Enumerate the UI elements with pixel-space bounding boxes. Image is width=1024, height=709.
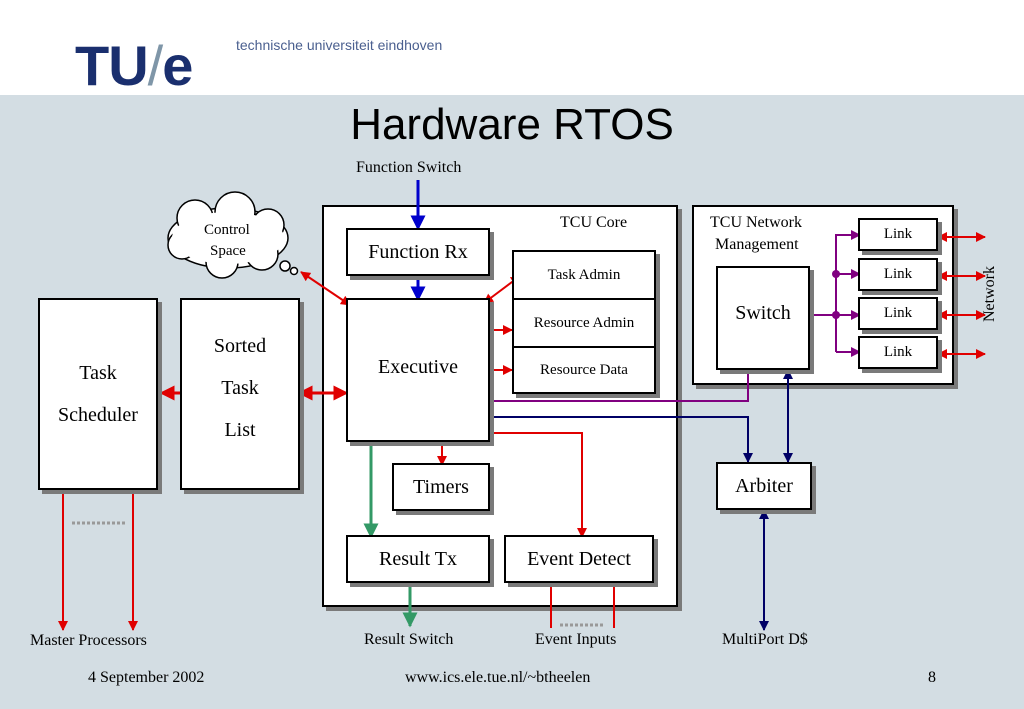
timers-label: Timers (413, 475, 469, 498)
event-inputs-label: Event Inputs (535, 631, 617, 648)
network-label: Network (980, 266, 998, 322)
footer-date: 4 September 2002 (88, 669, 205, 686)
event-detect-label: Event Detect (527, 547, 631, 570)
task-scheduler-line1: Task (79, 362, 117, 384)
event-detect-box: Event Detect (504, 535, 654, 583)
multiport-label: MultiPort D$ (722, 631, 808, 648)
task-admin-box: Task Admin (512, 250, 656, 300)
tcu-network-label-line1: TCU Network (710, 214, 802, 231)
link-label: Link (883, 305, 913, 321)
result-tx-box: Result Tx (346, 535, 490, 583)
task-admin-label: Task Admin (547, 266, 621, 283)
resource-admin-box: Resource Admin (512, 298, 656, 348)
slide-header (0, 0, 1024, 95)
footer-page-number: 8 (928, 669, 936, 686)
resource-data-label: Resource Data (540, 361, 628, 378)
function-rx-box: Function Rx (346, 228, 490, 276)
link-box-4: Link (858, 336, 938, 369)
resource-admin-label: Resource Admin (533, 314, 635, 331)
university-name: technische universiteit eindhoven (236, 37, 443, 53)
switch-box: Switch (716, 266, 810, 370)
tcu-network-label-line2: Management (715, 236, 799, 253)
master-processors-label: Master Processors (30, 632, 147, 649)
link-box-3: Link (858, 297, 938, 330)
result-tx-label: Result Tx (379, 547, 457, 570)
link-label: Link (883, 344, 913, 360)
control-space-label-line2: Space (210, 243, 246, 259)
link-box-2: Link (858, 258, 938, 291)
arbiter-label: Arbiter (735, 474, 793, 497)
sorted-task-list-box: Sorted Task List (180, 298, 300, 490)
resource-data-box: Resource Data (512, 346, 656, 394)
executive-box: Executive (346, 298, 490, 442)
task-scheduler-line2: Scheduler (58, 404, 138, 426)
link-label: Link (883, 226, 913, 242)
link-box-1: Link (858, 218, 938, 251)
tcu-core-label: TCU Core (560, 214, 628, 231)
sorted-task-list-line3: List (224, 419, 256, 441)
sorted-task-list-line1: Sorted (213, 335, 267, 357)
executive-label: Executive (378, 355, 458, 378)
result-switch-label: Result Switch (364, 631, 454, 648)
timers-box: Timers (392, 463, 490, 511)
task-scheduler-box: Task Scheduler (38, 298, 158, 490)
function-rx-label: Function Rx (368, 240, 468, 263)
control-space-label-line1: Control (204, 222, 250, 238)
footer-url: www.ics.ele.tue.nl/~btheelen (405, 669, 591, 686)
switch-label: Switch (735, 301, 791, 324)
control-space-cloud (167, 191, 299, 279)
sorted-task-list-line2: Task (221, 377, 259, 399)
function-switch-label: Function Switch (356, 159, 462, 176)
arbiter-box: Arbiter (716, 462, 812, 510)
tue-logo: TU/e (75, 34, 193, 97)
link-label: Link (883, 266, 913, 282)
slide-title: Hardware RTOS (350, 100, 674, 149)
